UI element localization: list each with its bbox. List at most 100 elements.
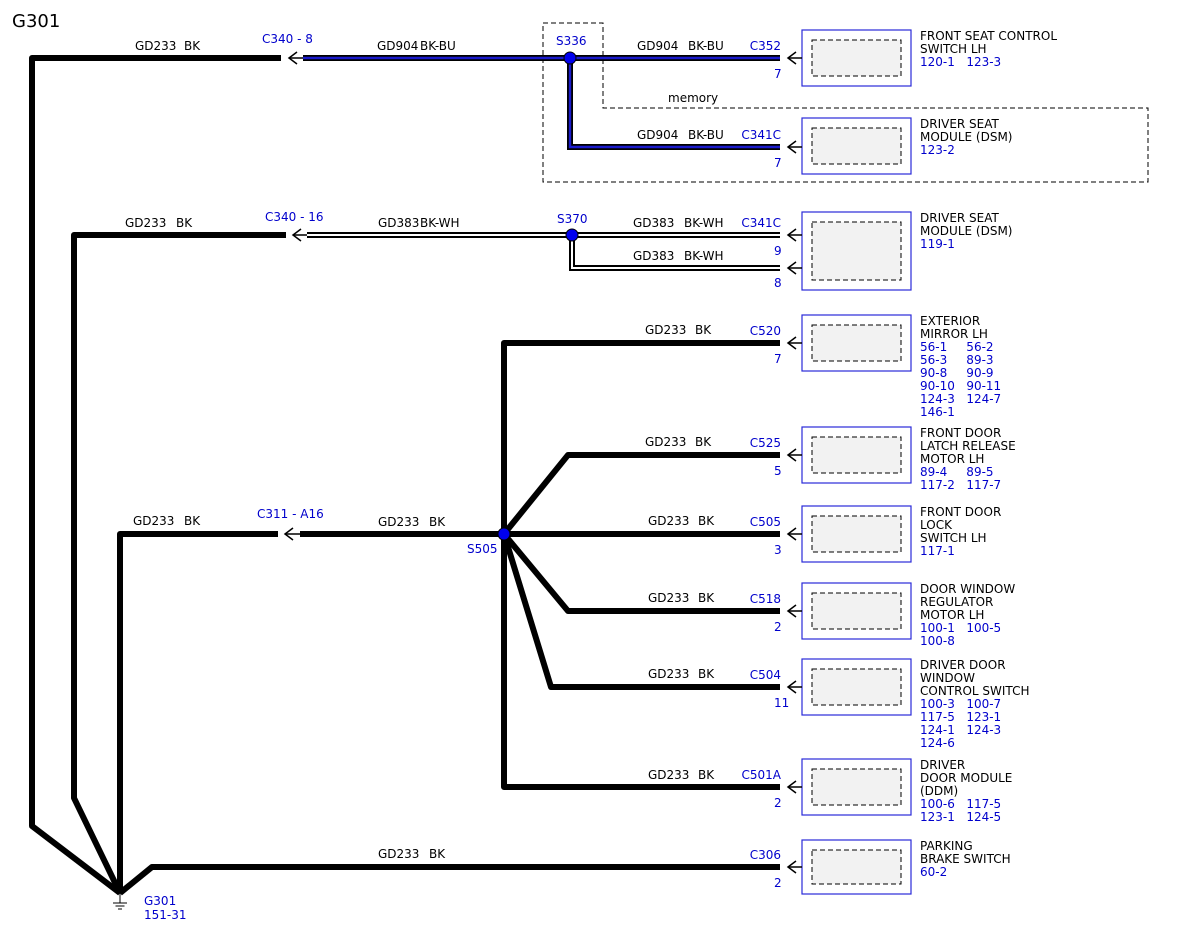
wire-label: GD233 BK	[648, 768, 715, 782]
component-pin-number: 2	[774, 620, 782, 634]
connector-arrow-c340-8	[287, 51, 303, 65]
wire-label: GD383 BK-WH	[378, 216, 460, 230]
splice-label-s336: S336	[556, 34, 587, 48]
component-ref-line: 60-2	[920, 865, 947, 879]
component-ref-line: 100-1 100-5	[920, 621, 1001, 635]
component-ref-line: 117-5 123-1	[920, 710, 1001, 724]
wire-branch-c525	[501, 452, 780, 536]
component-connector-id: C501A	[742, 768, 782, 782]
connector-arrow-c311	[283, 527, 300, 541]
ground-name: G301	[144, 894, 176, 908]
svg-text:BK-BU: BK-BU	[420, 39, 456, 53]
wire-label: GD904 BK-BU	[637, 128, 724, 142]
wire-label: GD383 BK-WH	[633, 249, 724, 263]
component-name-line: LATCH RELEASE	[920, 439, 1016, 453]
component-pin-number: 7	[774, 67, 782, 81]
component-pin-number: 5	[774, 464, 782, 478]
wire-gd383-bk-wh-branch	[569, 235, 780, 271]
component-name-line: (DDM)	[920, 784, 958, 798]
component-name-line: FRONT SEAT CONTROL	[920, 29, 1057, 43]
splice-label-s370: S370	[557, 212, 588, 226]
component-pin-number: 7	[774, 156, 782, 170]
wire-label: GD383 BK-WH	[633, 216, 724, 230]
component-inner-outline	[811, 324, 902, 362]
inline-connector-c340-8: C340 - 8	[262, 32, 313, 46]
component-ref-line: 124-1 124-3	[920, 723, 1001, 737]
svg-text:GD233: GD233	[135, 39, 176, 53]
svg-text:GD233: GD233	[378, 847, 419, 861]
svg-text:GD383: GD383	[378, 216, 419, 230]
component-ref-line: 123-2	[920, 143, 955, 157]
component-name-line: DRIVER	[920, 758, 965, 772]
wire-label: GD233 BK	[378, 515, 446, 529]
component-name-line: DRIVER SEAT	[920, 117, 1000, 131]
component-connector-id: C520	[750, 324, 781, 338]
svg-text:GD233: GD233	[133, 514, 174, 528]
wire-label: GD904 BK-BU	[377, 39, 456, 53]
splice-label-s505: S505	[467, 542, 498, 556]
component-inner-outline	[811, 668, 902, 706]
splice-s505	[497, 527, 511, 541]
component-connector-id: C505	[750, 515, 781, 529]
component-name-line: PARKING	[920, 839, 973, 853]
component-pin-number: 11	[774, 696, 789, 710]
svg-text:BK: BK	[698, 591, 715, 605]
svg-text:GD233: GD233	[645, 435, 686, 449]
svg-text:GD904: GD904	[637, 39, 678, 53]
diagram-title: G301	[12, 11, 60, 32]
component-name-line: CONTROL SWITCH	[920, 684, 1029, 698]
wire-label: GD233 BK	[133, 514, 201, 528]
svg-text:GD383: GD383	[633, 249, 674, 263]
wire-branch-c520	[501, 340, 780, 534]
wire-branch-c518	[501, 532, 780, 614]
svg-text:GD233: GD233	[378, 515, 419, 529]
svg-text:BK-WH: BK-WH	[684, 249, 724, 263]
wire-gd904-bk-bu-branch	[567, 58, 780, 150]
component-name-line: MODULE (DSM)	[920, 130, 1012, 144]
memory-label: memory	[668, 91, 718, 105]
svg-text:GD233: GD233	[648, 514, 689, 528]
component-ref-line: 146-1	[920, 405, 955, 419]
component-inner-outline	[811, 849, 902, 885]
component-ref-line: 124-3 124-7	[920, 392, 1001, 406]
component-ref-line: 119-1	[920, 237, 955, 251]
svg-text:BK: BK	[184, 514, 201, 528]
svg-text:BK: BK	[184, 39, 201, 53]
component-ref-line: 56-1 56-2	[920, 340, 994, 354]
component-name-line: WINDOW	[920, 671, 975, 685]
wire-gd233-c340-16	[71, 232, 286, 895]
ground-ref: 151-31	[144, 908, 187, 922]
component-inner-outline	[811, 768, 902, 806]
svg-text:BK: BK	[429, 847, 446, 861]
wire-branch-c504	[501, 533, 780, 690]
component-connector-id: C341C	[741, 216, 781, 230]
component-name-line: BRAKE SWITCH	[920, 852, 1011, 866]
wire-branch-c501a	[501, 534, 780, 790]
component-ref-line: 100-6 117-5	[920, 797, 1001, 811]
svg-text:BK: BK	[695, 435, 712, 449]
component-ref-line: 117-2 117-7	[920, 478, 1001, 492]
component-ref-line: 124-6	[920, 736, 955, 750]
component-inner-outline	[811, 592, 902, 630]
svg-text:GD233: GD233	[648, 591, 689, 605]
splice-s370	[565, 228, 579, 242]
component-pin-number: 9	[774, 244, 782, 258]
inline-connector-c311: C311 - A16	[257, 507, 324, 521]
component-ref-line: 120-1 123-3	[920, 55, 1001, 69]
component-pin-number-2: 8	[774, 276, 782, 290]
component-connector-id: C525	[750, 436, 781, 450]
svg-text:GD233: GD233	[648, 667, 689, 681]
svg-text:GD233: GD233	[645, 323, 686, 337]
